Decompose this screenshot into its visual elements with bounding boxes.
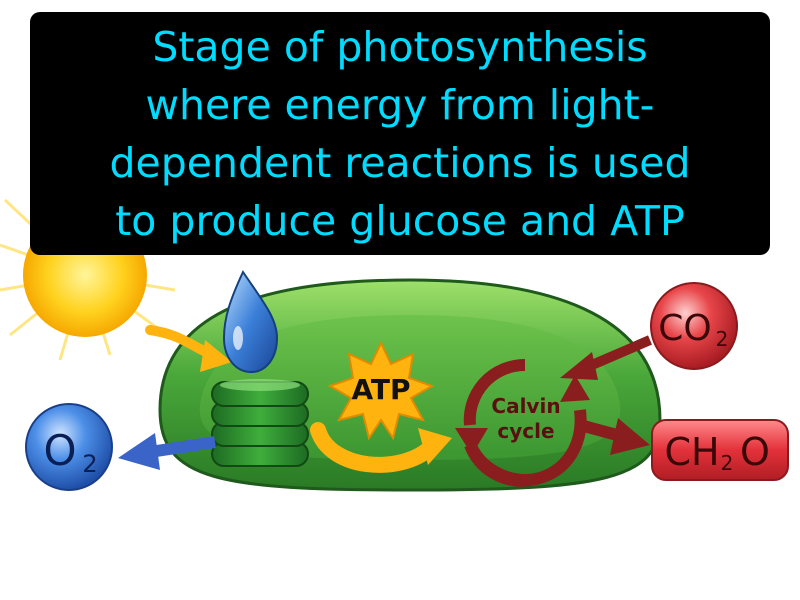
definition-box: Stage of photosynthesis where energy fro… (30, 12, 770, 255)
water-drop-icon (222, 269, 279, 374)
definition-text: Stage of photosynthesis where energy fro… (35, 18, 765, 250)
ch2o-label-end: O (740, 430, 770, 474)
o2-subscript: 2 (82, 450, 97, 478)
co2-input-arrow (560, 335, 652, 380)
ch2o-output-arrow (578, 418, 650, 455)
thylakoid-stack-icon (211, 379, 309, 467)
co2-label: CO (658, 308, 711, 349)
atp-transfer-arrow (310, 422, 452, 473)
calvin-label-line2: cycle (497, 419, 554, 443)
ch2o-label: CH (664, 430, 719, 474)
co2-subscript: 2 (716, 327, 729, 351)
definition-line-2: where energy from light- (145, 80, 655, 129)
light-arrow (145, 325, 232, 372)
ch2o-subscript: 2 (721, 451, 734, 475)
o2-output-arrow (118, 433, 216, 470)
o2-label: O (43, 426, 76, 475)
atp-star-icon: ATP (327, 340, 435, 441)
definition-line-3: dependent reactions is used (109, 138, 691, 187)
carbon-dioxide-bubble: CO 2 (650, 282, 738, 370)
calvin-label-line1: Calvin (491, 394, 560, 418)
carbohydrate-box: CH 2 O (651, 419, 789, 481)
calvin-cycle-loop: Calvin cycle (455, 358, 590, 487)
definition-line-4: to produce glucose and ATP (115, 196, 685, 245)
oxygen-bubble: O 2 (25, 403, 113, 491)
definition-line-1: Stage of photosynthesis (152, 22, 648, 71)
atp-label: ATP (351, 373, 410, 406)
